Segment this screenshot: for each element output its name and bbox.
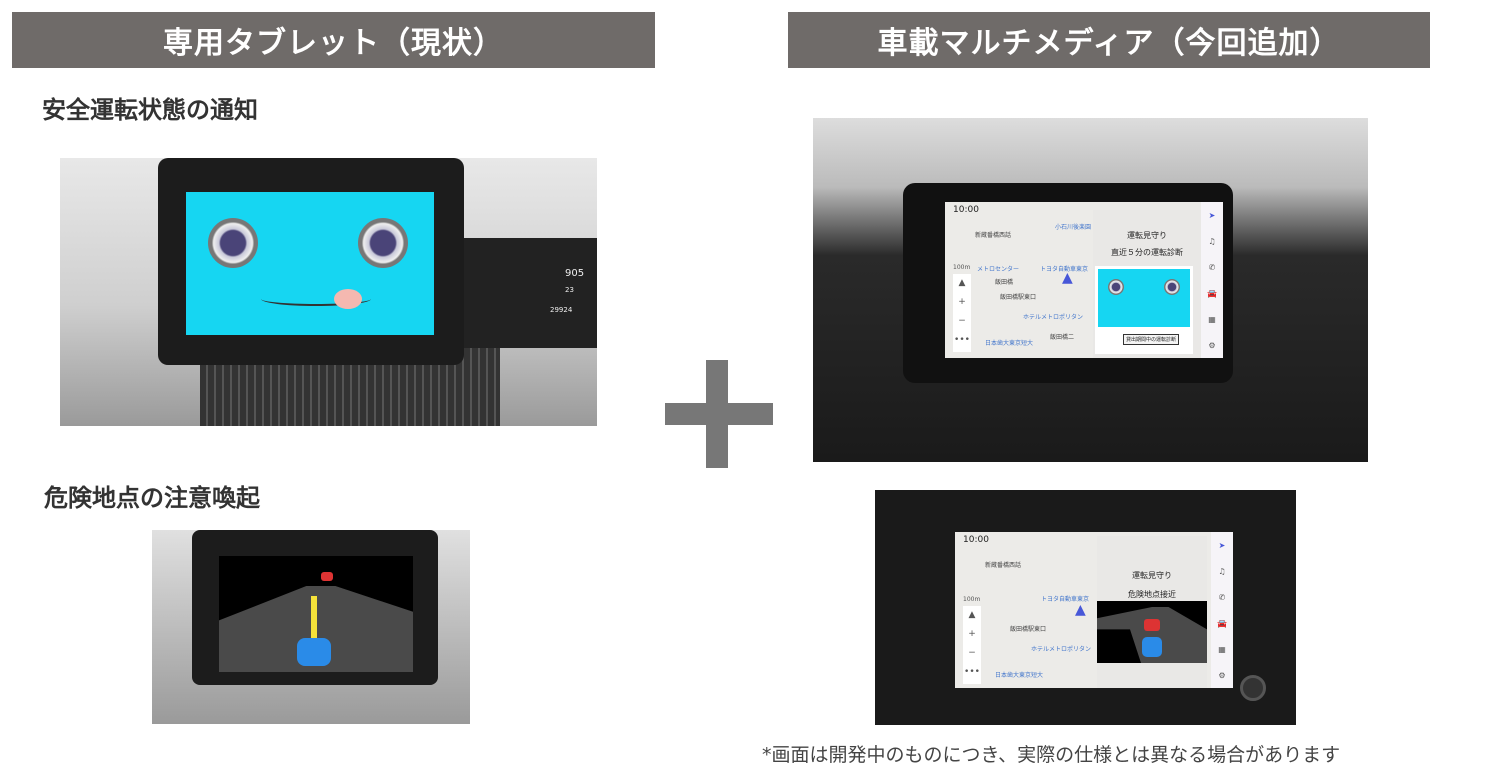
sidebar: ➤ ♫ ✆ 🚘 ▦ ⚙ bbox=[1211, 532, 1233, 688]
navigation-icon[interactable]: ➤ bbox=[1208, 210, 1216, 220]
multimedia-photo-2: 10:00 新蔵番橋西話 トヨタ自動車東京 飯田橋駅東口 ホテルメトロポリタン … bbox=[875, 490, 1296, 725]
map-label: 新蔵番橋西話 bbox=[985, 562, 1022, 569]
map-label: ホテルメトロポリタン bbox=[1023, 314, 1084, 321]
zoom-out-button[interactable]: − bbox=[958, 316, 966, 326]
zoom-in-button[interactable]: + bbox=[958, 297, 966, 307]
volume-knob[interactable] bbox=[1240, 675, 1266, 701]
more-button[interactable]: ••• bbox=[954, 335, 970, 345]
map-label: 小石川後楽園 bbox=[1055, 224, 1092, 231]
left-eye-icon bbox=[208, 218, 258, 268]
map-label: 日本歯大東京短大 bbox=[995, 672, 1044, 679]
more-button[interactable]: ••• bbox=[964, 667, 980, 677]
map-label: 日本歯大東京短大 bbox=[985, 340, 1034, 347]
left-header: 専用タブレット（現状） bbox=[12, 12, 655, 68]
current-location-icon: ▲ bbox=[1075, 602, 1086, 618]
car-icon[interactable]: 🚘 bbox=[1217, 618, 1227, 628]
tablet-device bbox=[158, 158, 464, 365]
settings-icon[interactable]: ⚙ bbox=[1218, 670, 1226, 680]
car-icon bbox=[297, 638, 331, 666]
tablet-device bbox=[192, 530, 438, 685]
phone-icon[interactable]: ✆ bbox=[1208, 262, 1216, 272]
zoom-out-button[interactable]: − bbox=[968, 648, 976, 658]
panel-subtitle: 危険地点接近 bbox=[1128, 590, 1176, 599]
music-icon[interactable]: ♫ bbox=[1208, 236, 1216, 246]
driving-watch-panel: 運転見守り 危険地点接近 bbox=[1097, 536, 1207, 688]
clock: 10:00 bbox=[963, 535, 989, 545]
map-label: 新蔵番橋西話 bbox=[975, 232, 1012, 239]
apps-icon[interactable]: ▦ bbox=[1208, 314, 1216, 324]
map-label: ホテルメトロポリタン bbox=[1031, 646, 1092, 653]
map-label: 飯田橋駅東口 bbox=[1000, 294, 1037, 301]
dash-speed: 905 bbox=[565, 268, 585, 279]
panel-title: 運転見守り bbox=[1132, 571, 1172, 580]
map-label: 飯田橋 bbox=[995, 279, 1014, 286]
face-screen bbox=[186, 192, 434, 335]
footnote: *画面は開発中のものにつき、実際の仕様とは異なる場合があります bbox=[762, 744, 1341, 766]
driving-watch-panel: 運転見守り 直近５分の運転診断 貸出期間中の運転診断 bbox=[1093, 210, 1201, 358]
tablet-face-photo: 905 23 29924 bbox=[60, 158, 597, 426]
north-icon[interactable]: ▲ bbox=[958, 278, 966, 288]
map-screen: 10:00 新蔵番橋西話 小石川後楽園 トヨタ自動車東京 メトロセンター 飯田橋… bbox=[945, 202, 1223, 358]
panel-subtitle: 直近５分の運転診断 bbox=[1111, 248, 1183, 257]
current-location-icon: ▲ bbox=[1062, 270, 1073, 286]
map-label: メトロセンター bbox=[977, 266, 1020, 273]
navigation-icon[interactable]: ➤ bbox=[1218, 540, 1226, 550]
tablet-danger-photo bbox=[152, 530, 470, 724]
map-screen: 10:00 新蔵番橋西話 トヨタ自動車東京 飯田橋駅東口 ホテルメトロポリタン … bbox=[955, 532, 1233, 688]
section-title-danger-point: 危険地点の注意喚起 bbox=[44, 484, 260, 512]
settings-icon[interactable]: ⚙ bbox=[1208, 340, 1216, 350]
sidebar: ➤ ♫ ✆ 🚘 ▦ ⚙ bbox=[1201, 202, 1223, 358]
map-scale: 100m bbox=[963, 596, 981, 603]
car-icon[interactable]: 🚘 bbox=[1207, 288, 1217, 298]
music-icon[interactable]: ♫ bbox=[1218, 566, 1226, 576]
right-header: 車載マルチメディア（今回追加） bbox=[788, 12, 1430, 68]
map-label: 飯田橋駅東口 bbox=[1010, 626, 1047, 633]
map-label: 飯田橋二 bbox=[1050, 334, 1075, 341]
dash-odo: 29924 bbox=[550, 306, 573, 314]
section-title-safe-driving: 安全運転状態の通知 bbox=[42, 96, 258, 124]
map-label: トヨタ自動車東京 bbox=[1040, 266, 1089, 273]
north-icon[interactable]: ▲ bbox=[968, 610, 976, 620]
zoom-in-button[interactable]: + bbox=[968, 629, 976, 639]
multimedia-photo-1: 10:00 新蔵番橋西話 小石川後楽園 トヨタ自動車東京 メトロセンター 飯田橋… bbox=[813, 118, 1368, 462]
phone-icon[interactable]: ✆ bbox=[1218, 592, 1226, 602]
clock: 10:00 bbox=[953, 205, 979, 215]
apps-icon[interactable]: ▦ bbox=[1218, 644, 1226, 654]
right-eye-icon bbox=[358, 218, 408, 268]
plus-sign bbox=[665, 403, 773, 425]
dash-temp: 23 bbox=[565, 286, 574, 294]
panel-title: 運転見守り bbox=[1127, 231, 1167, 240]
danger-screen bbox=[219, 556, 413, 672]
map-label: トヨタ自動車東京 bbox=[1041, 596, 1090, 603]
map-scale: 100m bbox=[953, 264, 971, 271]
rental-diagnosis-button[interactable]: 貸出期間中の運転診断 bbox=[1123, 334, 1180, 345]
